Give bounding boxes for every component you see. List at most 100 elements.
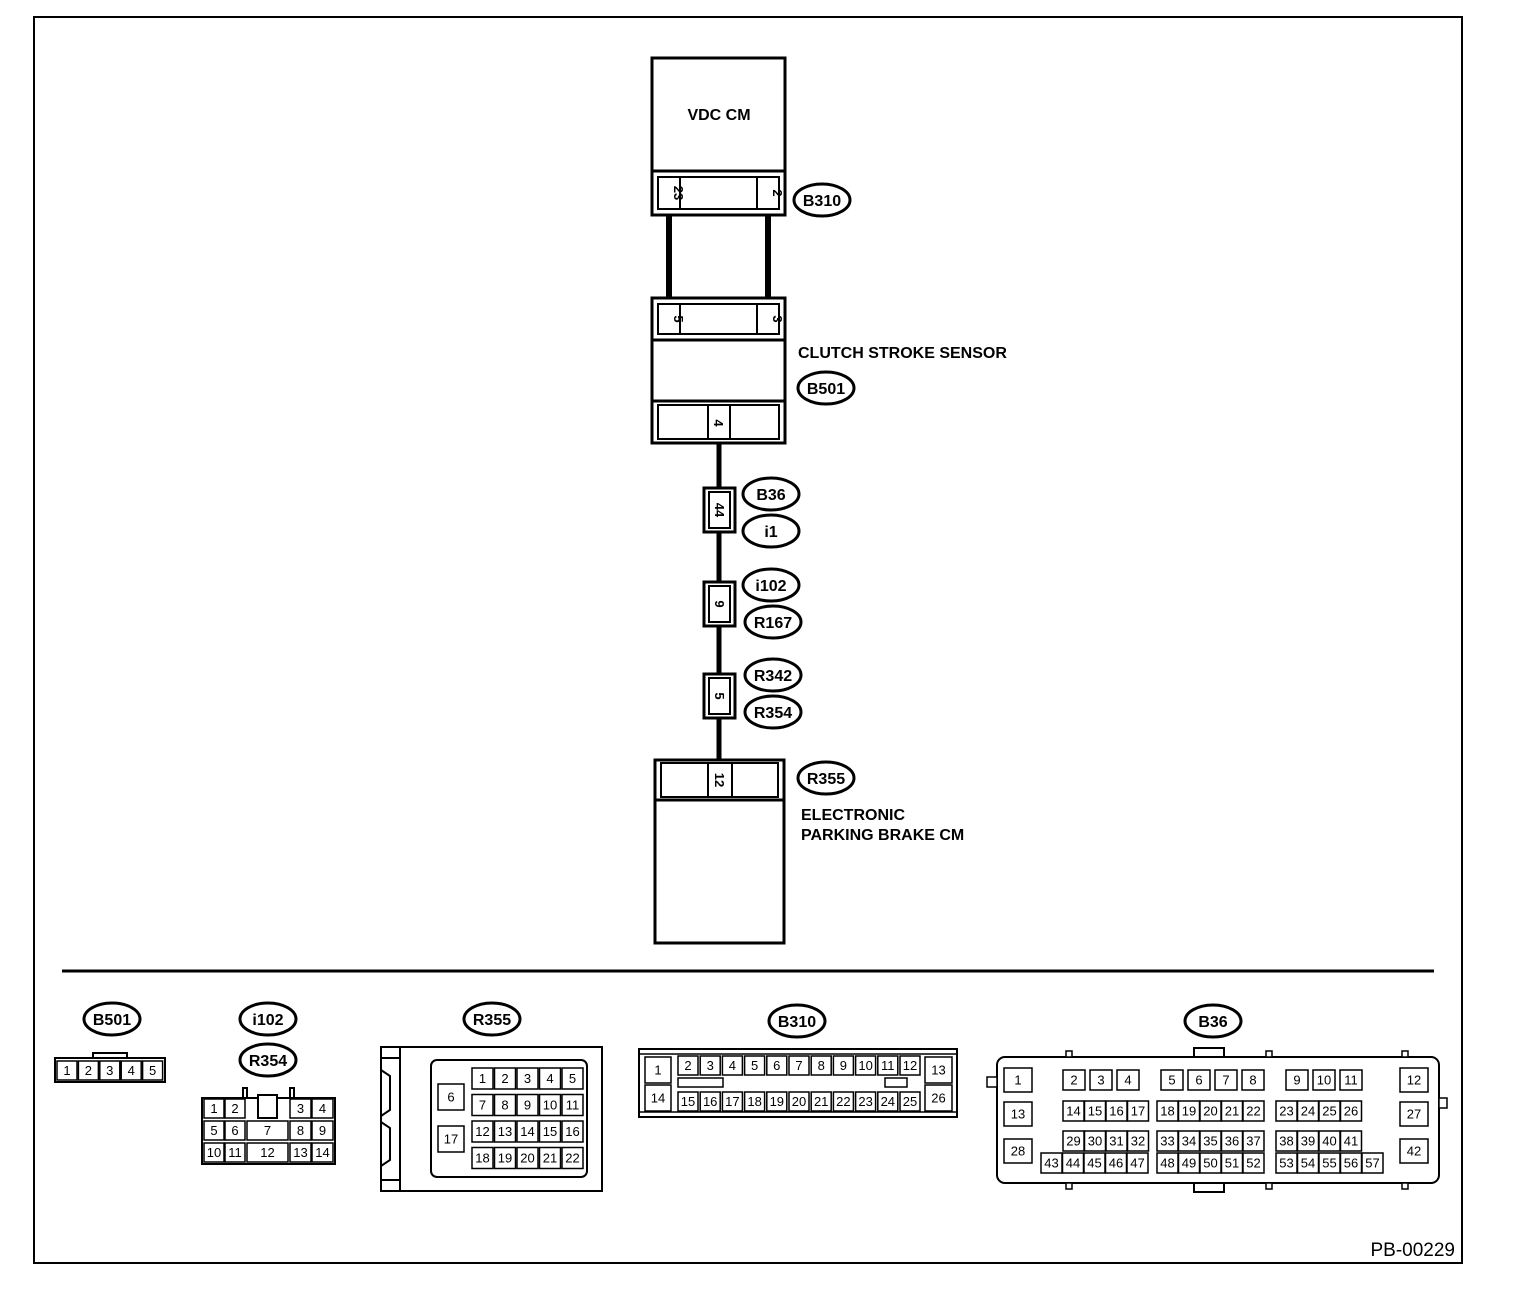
b36-pin-49: 49 [1177, 1152, 1201, 1174]
r355-pin-7: 7 [471, 1093, 494, 1117]
b36-pin-48: 48 [1156, 1152, 1179, 1174]
svg-text:8: 8 [501, 1098, 508, 1113]
svg-text:B36: B36 [1198, 1014, 1227, 1031]
i102-pin-13: 13 [289, 1142, 312, 1163]
svg-text:31: 31 [1109, 1133, 1123, 1148]
svg-text:14: 14 [1066, 1103, 1080, 1118]
b310-pin-18: 18 [743, 1091, 766, 1112]
i102-pin-6: 6 [224, 1120, 246, 1141]
i102-pin-9: 9 [311, 1120, 334, 1141]
svg-text:3: 3 [770, 315, 785, 322]
b36-pin-52: 52 [1242, 1152, 1265, 1174]
i102-pin-7: 7 [246, 1120, 289, 1141]
svg-text:12: 12 [1407, 1073, 1421, 1088]
svg-text:26: 26 [1344, 1103, 1358, 1118]
svg-text:B501: B501 [93, 1012, 131, 1029]
b310-pin-8: 8 [810, 1055, 832, 1076]
b310-pin-5: 5 [743, 1055, 766, 1076]
b310-pin-24: 24 [877, 1091, 899, 1112]
svg-text:47: 47 [1130, 1155, 1144, 1170]
b501-tag: B501 [796, 370, 856, 406]
b310-pin-23 [657, 176, 681, 210]
r355-pin-21: 21 [538, 1146, 562, 1170]
svg-text:B36: B36 [756, 487, 785, 504]
svg-text:7: 7 [795, 1058, 802, 1073]
svg-text:24: 24 [881, 1094, 895, 1109]
svg-text:4: 4 [128, 1063, 135, 1078]
svg-text:9: 9 [1293, 1073, 1300, 1088]
b36-tag: B36 [741, 476, 801, 512]
svg-text:R354: R354 [249, 1053, 287, 1070]
svg-text:23: 23 [858, 1094, 872, 1109]
svg-text:11: 11 [881, 1058, 895, 1073]
svg-text:19: 19 [498, 1151, 512, 1166]
svg-text:i1: i1 [764, 524, 777, 541]
b36-pin-41: 41 [1339, 1130, 1363, 1152]
svg-text:33: 33 [1160, 1133, 1174, 1148]
svg-text:R355: R355 [473, 1012, 511, 1029]
b36-pin-51: 51 [1220, 1152, 1244, 1174]
svg-text:42: 42 [1407, 1144, 1421, 1159]
r355-pin-10: 10 [538, 1093, 562, 1117]
svg-text:19: 19 [1182, 1103, 1196, 1118]
b36-pin-46: 46 [1104, 1152, 1128, 1174]
r167-tag: R167 [743, 604, 803, 640]
r355-pin-6: 6 [437, 1083, 465, 1111]
svg-text:34: 34 [1182, 1133, 1196, 1148]
epb-cm-label-line1: ELECTRONIC [801, 807, 905, 824]
svg-text:10: 10 [1317, 1073, 1331, 1088]
svg-text:6: 6 [1195, 1073, 1202, 1088]
r355-pin-16: 16 [561, 1120, 584, 1143]
svg-text:30: 30 [1088, 1133, 1102, 1148]
svg-text:3: 3 [524, 1071, 531, 1086]
r355-pin-9: 9 [516, 1093, 539, 1117]
svg-text:13: 13 [293, 1145, 307, 1160]
b310-pin-19: 19 [766, 1091, 788, 1112]
svg-text:29: 29 [1066, 1133, 1080, 1148]
svg-text:12: 12 [475, 1124, 489, 1139]
svg-text:2: 2 [1070, 1073, 1077, 1088]
b36-pin-8: 8 [1241, 1069, 1265, 1091]
legend-r354-tag: R354 [238, 1042, 298, 1078]
legend-b501-tag: B501 [82, 1001, 142, 1037]
svg-text:23: 23 [1279, 1103, 1293, 1118]
b36-pin-1: 1 [1003, 1067, 1033, 1093]
b501-pin-1: 1 [56, 1060, 78, 1081]
svg-text:11: 11 [228, 1145, 242, 1160]
svg-text:10: 10 [543, 1098, 557, 1113]
svg-text:24: 24 [1301, 1103, 1315, 1118]
i102-pin-1: 1 [203, 1098, 225, 1119]
svg-text:48: 48 [1160, 1155, 1174, 1170]
svg-text:56: 56 [1344, 1155, 1358, 1170]
b36-pin-26: 26 [1339, 1100, 1363, 1122]
svg-text:5: 5 [1168, 1073, 1175, 1088]
svg-text:5: 5 [569, 1071, 576, 1086]
r355-pin-19: 19 [493, 1146, 517, 1170]
i102-tag: i102 [741, 567, 801, 603]
b36-pin-38: 38 [1275, 1130, 1298, 1152]
i102-pin-14: 14 [311, 1142, 334, 1163]
b36-pin-17: 17 [1126, 1100, 1150, 1122]
b501-pin-5: 5 [141, 1060, 164, 1081]
r355-pin-12: 12 [471, 1120, 494, 1143]
svg-text:21: 21 [543, 1151, 557, 1166]
b310-pin-11: 11 [877, 1055, 899, 1076]
r355-pin-18: 18 [471, 1146, 494, 1170]
svg-text:18: 18 [475, 1151, 489, 1166]
svg-text:6: 6 [773, 1058, 780, 1073]
i102-pin-10: 10 [203, 1142, 225, 1163]
b310-pin-10: 10 [854, 1055, 877, 1076]
b310-pin-15: 15 [677, 1091, 699, 1112]
svg-text:18: 18 [1160, 1103, 1174, 1118]
svg-text:53: 53 [1279, 1155, 1293, 1170]
b36-pin-56: 56 [1339, 1152, 1363, 1174]
r355-pin-1: 1 [471, 1067, 494, 1090]
r342-tag: R342 [743, 657, 803, 693]
i102-pin-3: 3 [289, 1098, 312, 1119]
svg-text:17: 17 [725, 1094, 739, 1109]
b310-pin-23: 23 [854, 1091, 877, 1112]
svg-text:1: 1 [63, 1063, 70, 1078]
svg-text:9: 9 [319, 1123, 326, 1138]
b36-pin-25: 25 [1318, 1100, 1341, 1122]
